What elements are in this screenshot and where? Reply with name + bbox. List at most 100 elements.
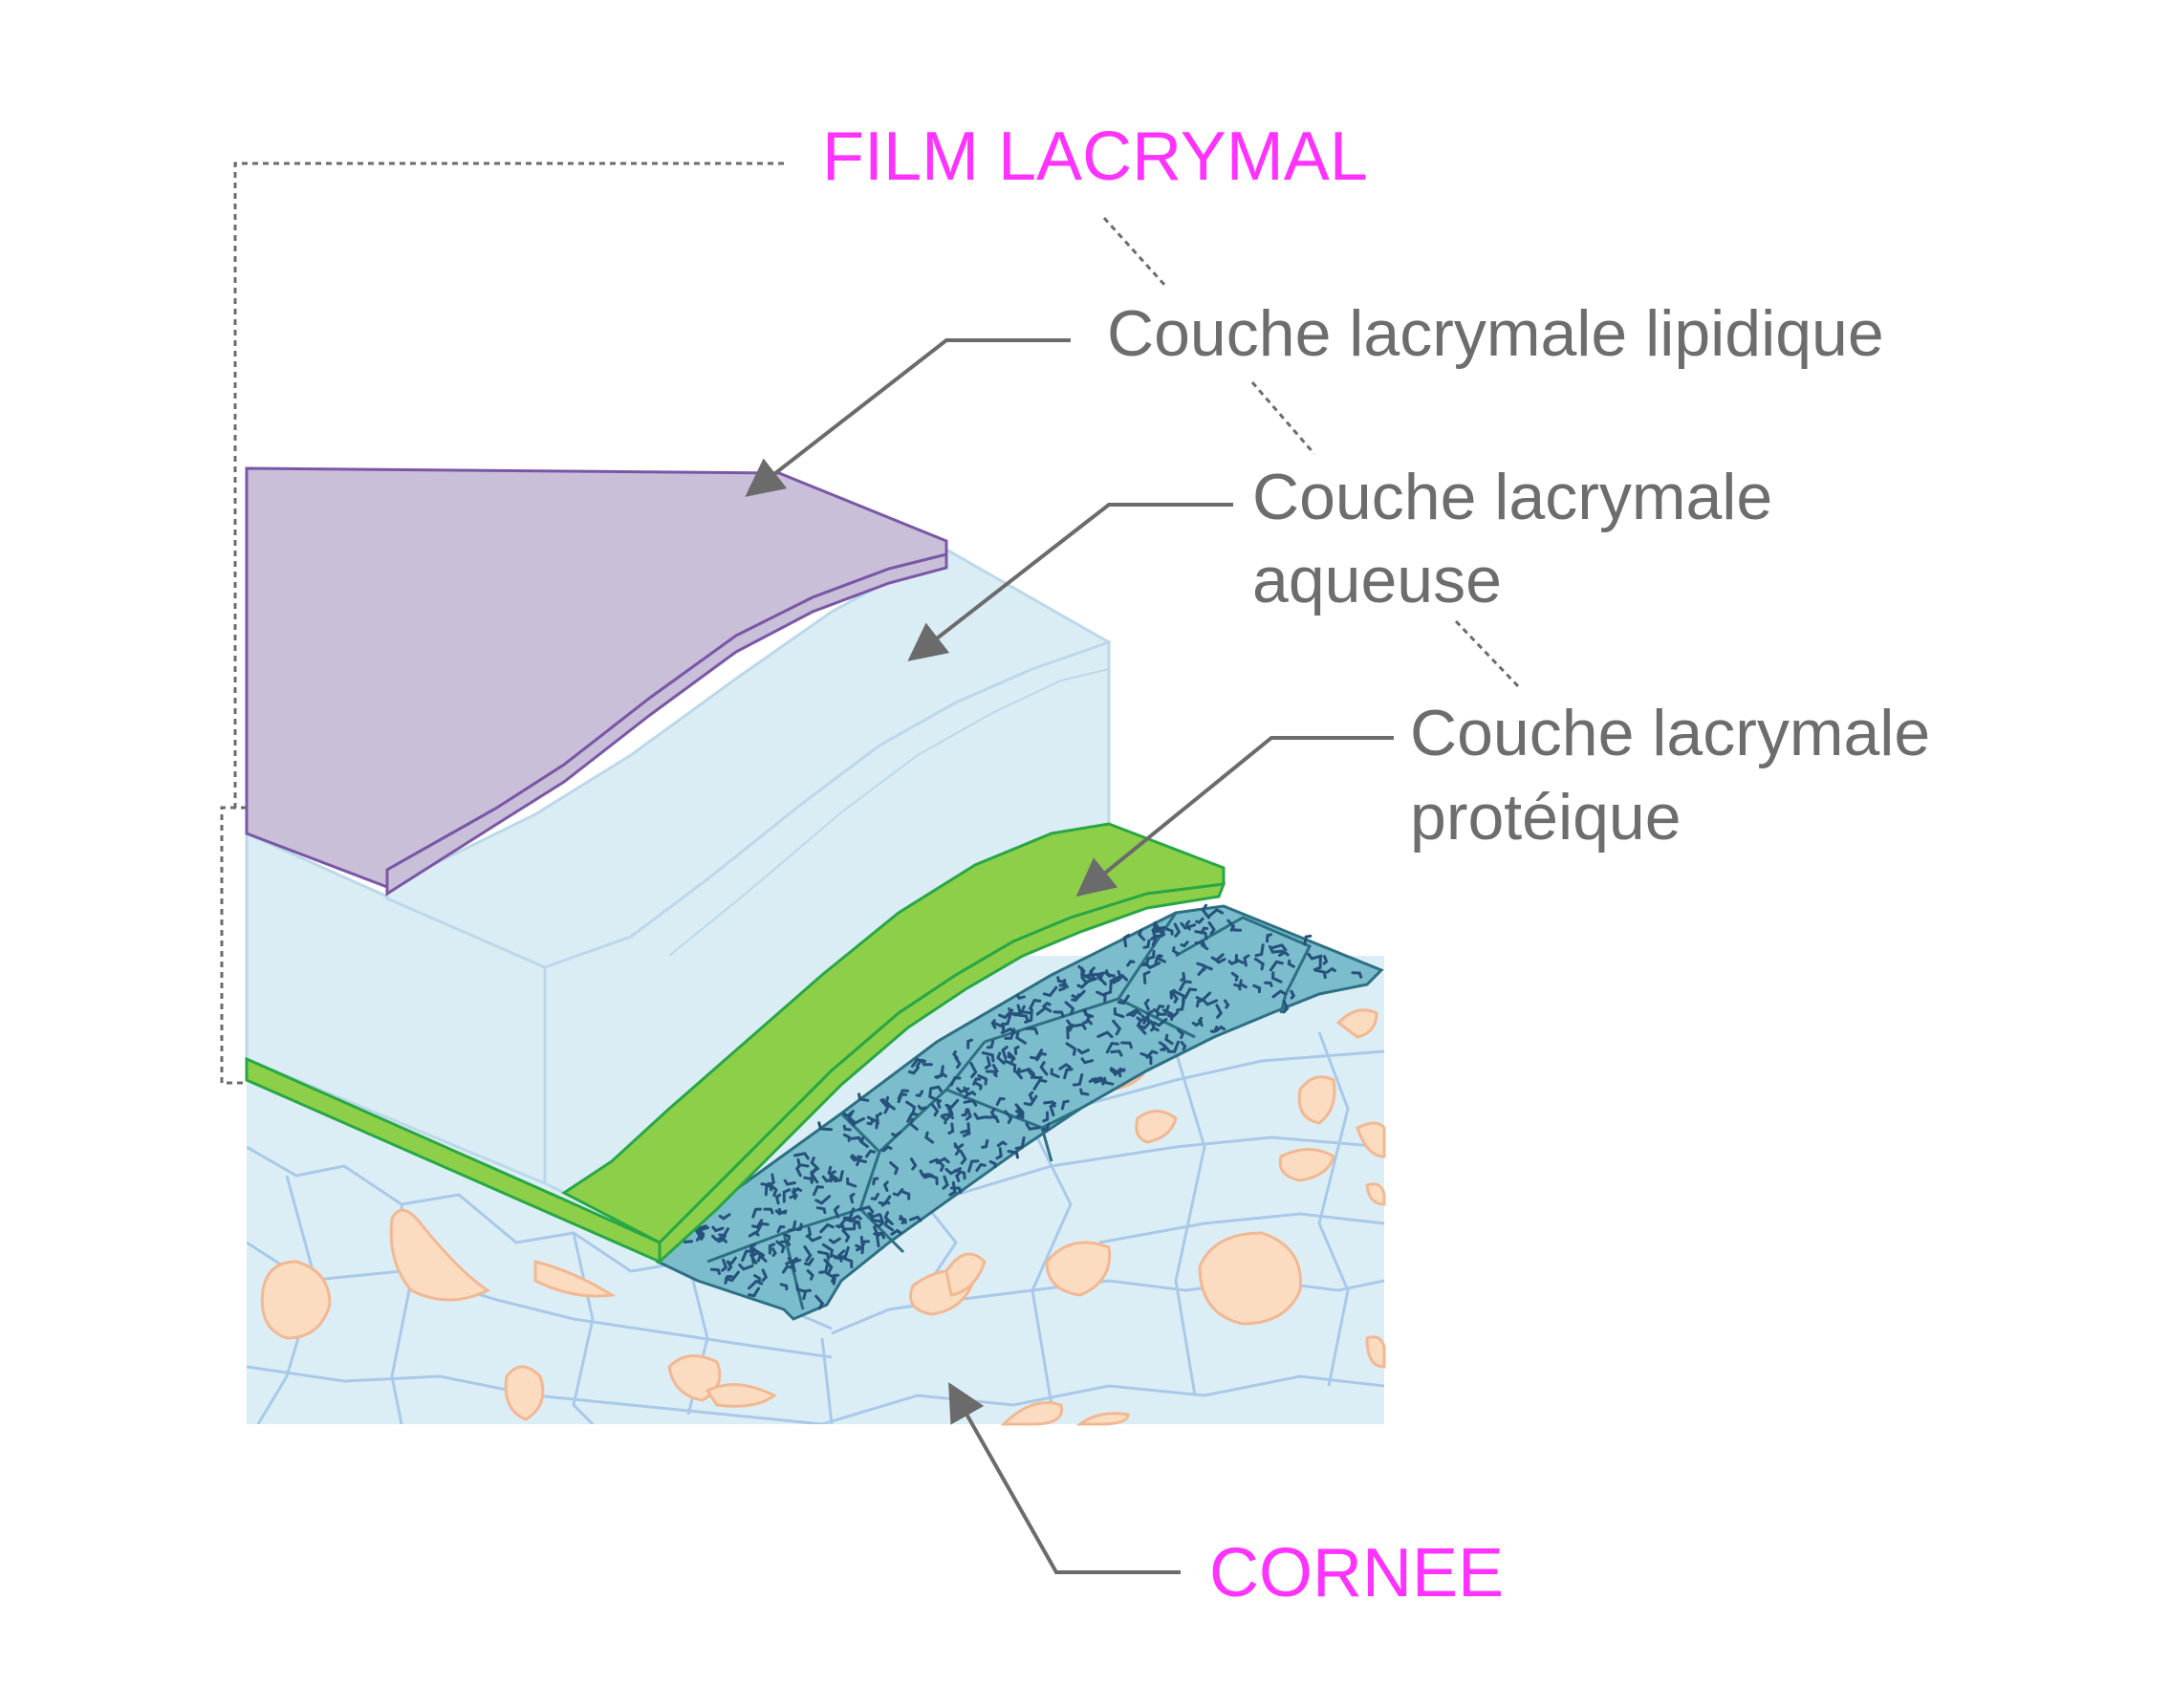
leader-aqueous (907, 503, 1233, 661)
mucin-granule (779, 1283, 789, 1291)
mucin-granule (872, 1177, 879, 1186)
film-bracket (220, 162, 1522, 1085)
mucin-granule (1056, 976, 1067, 984)
mucin-granule (1136, 1015, 1149, 1023)
mucin-granule (1128, 1009, 1139, 1018)
mucin-granule (930, 1103, 940, 1117)
mucin-granule (872, 1223, 879, 1234)
mucin-granule (1065, 1042, 1077, 1056)
mucin-granule (1195, 999, 1204, 1008)
mucin-granule (849, 1192, 856, 1204)
protein-layer-label-line1: Couche lacrymale (1410, 697, 1930, 769)
mucin-granule (1032, 1078, 1048, 1091)
mucin-granule (1029, 999, 1042, 1010)
mucin-granule (828, 1237, 841, 1244)
mucin-granule (925, 1173, 939, 1185)
mucin-granule (1079, 1088, 1090, 1096)
mucin-granule (1113, 1006, 1125, 1019)
mucin-granule (1112, 1070, 1122, 1078)
mucin-granule (1155, 923, 1166, 930)
mucin-granule (1303, 934, 1313, 946)
mucin-granule (965, 1108, 972, 1121)
mucin-granule (1243, 954, 1250, 967)
mucin-granule (981, 1051, 995, 1063)
mucin-granule (1014, 1136, 1026, 1150)
mucin-granule (718, 1213, 731, 1221)
mucin-granule (945, 1103, 953, 1121)
mucin-granule (995, 1147, 1003, 1160)
mucin-granule (1176, 999, 1185, 1012)
mucin-granule (870, 1192, 879, 1201)
mucin-granule (791, 1190, 798, 1200)
mucin-granule (1025, 1027, 1039, 1035)
mucin-granule (948, 1180, 957, 1197)
mucin-granule (1278, 950, 1290, 957)
mucin-granule (1004, 1110, 1013, 1124)
mucin-granule (1142, 939, 1151, 949)
leader-cornea (948, 1382, 1181, 1574)
mucin-granule (1093, 1076, 1105, 1083)
mucin-granule (726, 1256, 737, 1265)
mucin-granule (1169, 988, 1176, 1000)
mucin-granule (751, 1207, 762, 1219)
mucin-granule (981, 1138, 989, 1149)
mucin-granule (1313, 968, 1327, 980)
mucin-granule (776, 1224, 786, 1234)
mucin-granule (1287, 959, 1295, 968)
mucin-granule (1177, 1028, 1184, 1040)
mucin-granule (1253, 957, 1265, 971)
mucin-granule (1015, 1030, 1027, 1045)
mucin-granule (975, 1162, 987, 1173)
mucin-granule (929, 1085, 943, 1092)
mucin-granule (1165, 927, 1174, 936)
mucin-granule (1252, 984, 1262, 994)
mucin-granule (1097, 970, 1111, 978)
mucin-cell-layer (655, 903, 1384, 1321)
mucin-granule (1171, 946, 1180, 956)
mucin-granule (698, 1231, 705, 1241)
mucin-granule (1180, 921, 1197, 930)
mucin-granule (783, 1178, 796, 1186)
leader-protein (1075, 736, 1394, 897)
mucin-granule (777, 1207, 787, 1215)
mucin-granule (942, 1175, 949, 1190)
mucin-granule (996, 1140, 1008, 1147)
mucin-granule (1197, 964, 1213, 976)
mucin-granule (1197, 1016, 1204, 1027)
mucin-granule (1200, 926, 1209, 935)
mucin-granule (915, 1058, 926, 1068)
mucin-granule (1076, 981, 1089, 989)
mucin-granule (830, 1249, 846, 1260)
mucin-granule (748, 1279, 764, 1290)
mucin-granule (818, 1260, 830, 1274)
mucin-granule (802, 1288, 812, 1301)
mucin-granule (1042, 1001, 1052, 1008)
mucin-granule (1004, 1059, 1017, 1073)
mucin-granule (883, 1219, 894, 1232)
mucin-granule (1001, 1046, 1009, 1060)
mucin-granule (1096, 1030, 1114, 1039)
mucin-granule (905, 1100, 917, 1114)
mucin-granule (1282, 1000, 1290, 1014)
mucin-granule (694, 1228, 703, 1242)
mucin-granule (755, 1222, 770, 1235)
film-bracket-inner (220, 806, 247, 1085)
mucin-granule (963, 1098, 978, 1107)
mucin-granule (1270, 971, 1283, 984)
mucin-granule (1142, 970, 1151, 984)
mucin-granule (1110, 1049, 1123, 1057)
mucin-granule (1027, 1067, 1035, 1079)
mucin-granule (803, 1176, 814, 1184)
mucin-granule (1202, 999, 1219, 1006)
mucin-granule (947, 1122, 955, 1135)
mucin-granule (1117, 994, 1130, 1005)
mucin-granule (960, 1129, 971, 1135)
mucin-granule (724, 1275, 733, 1285)
mucin-granules (682, 903, 1363, 1310)
mucin-granule (977, 1073, 988, 1086)
mucin-granule (1264, 981, 1273, 987)
film-bracket-outer (233, 162, 784, 808)
mucin-granule (900, 1189, 911, 1200)
mucin-granule (812, 1185, 824, 1197)
